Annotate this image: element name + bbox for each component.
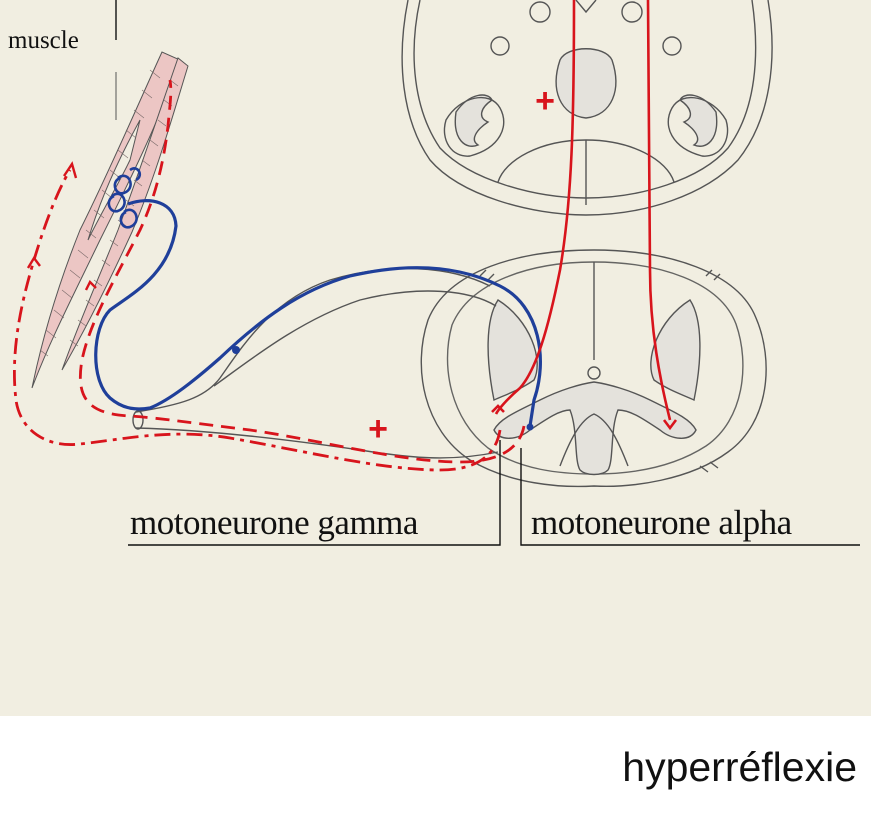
tract-left-terminal xyxy=(491,404,505,413)
gamma-motoneuron-label: motoneurone gamma xyxy=(130,503,418,542)
descending-tract-left xyxy=(494,0,576,415)
excitation-sign-upper: + xyxy=(535,82,555,120)
caption-title: hyperréflexie xyxy=(622,744,857,790)
lower-cord-section xyxy=(420,249,767,488)
tract-right-terminal xyxy=(662,419,678,431)
excitation-sign-lower: + xyxy=(368,410,388,448)
muscle-ending-arrow xyxy=(26,255,41,269)
gamma-ending-arrow xyxy=(63,161,78,179)
reflex-arc-diagram: + + xyxy=(0,0,871,716)
afferent-fiber xyxy=(94,167,542,427)
upper-cord-section xyxy=(401,0,773,216)
gamma-label-leader xyxy=(128,440,501,546)
descending-tract-right xyxy=(646,0,672,421)
alpha-motoneuron-label: motoneurone alpha xyxy=(531,503,792,542)
alpha-ending-arrow xyxy=(84,279,97,291)
afferent-ganglion-dot xyxy=(232,346,240,354)
gamma-efferent-fiber xyxy=(13,169,502,472)
alpha-efferent-fiber xyxy=(78,79,526,464)
diagram-plate: + + muscle motoneurone gamma motoneurone… xyxy=(0,0,871,716)
alpha-label-leader xyxy=(520,448,860,546)
muscle-fibers xyxy=(31,0,189,389)
muscle-label: muscle xyxy=(8,27,79,54)
afferent-terminal-dot xyxy=(526,423,534,431)
